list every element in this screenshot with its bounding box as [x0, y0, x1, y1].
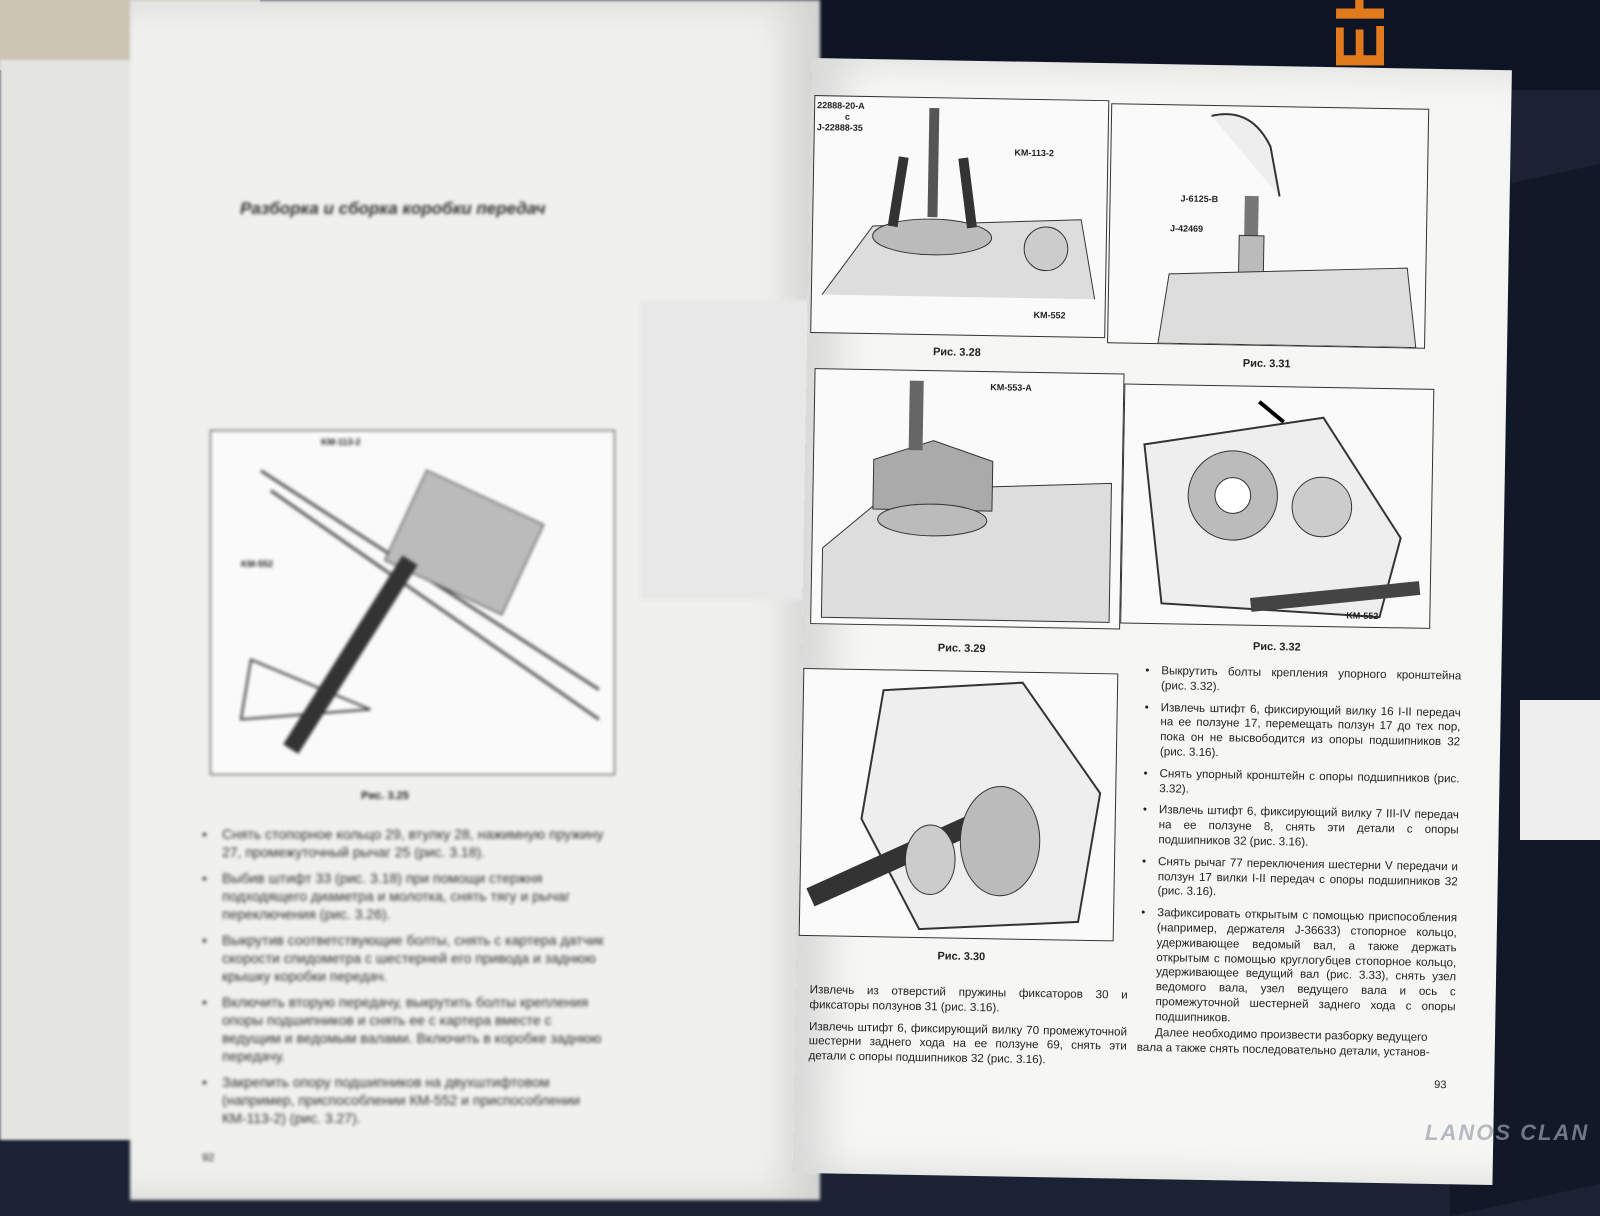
- instruction-item: Выкрутить болты крепления упорного кронш…: [1143, 664, 1461, 699]
- figure-3-28: 22888-20-A с J-22888-35 KM-113-2 KM-552: [810, 95, 1110, 339]
- figure-3-25: KM-113-2 KM-552: [210, 430, 615, 775]
- figure-label: KM-113-2: [321, 437, 361, 447]
- instruction-item: Выкрутив соответствующие болты, снять с …: [200, 931, 610, 985]
- instruction-item: Зафиксировать открытым с помощью приспос…: [1137, 906, 1457, 1030]
- figure-caption: Рис. 3.32: [1252, 640, 1301, 654]
- page-number: 93: [1434, 1079, 1447, 1092]
- box-logo: ЕН: [1321, 0, 1399, 70]
- figure-label: KM-113-2: [1014, 147, 1054, 159]
- right-page: 22888-20-A с J-22888-35 KM-113-2 KM-552 …: [792, 58, 1512, 1186]
- figure-label: J-22888-35: [816, 122, 863, 133]
- figure-label: KM-552: [1033, 309, 1066, 321]
- figure-3-30: [798, 667, 1119, 942]
- figure-caption: Рис. 3.25: [361, 790, 409, 802]
- instruction-item: Снять упорный кронштейн с опоры подшипни…: [1141, 767, 1459, 802]
- instruction-item: Выбив штифт 33 (рис. 3.18) при помощи ст…: [200, 869, 610, 923]
- instruction-paragraph: Извлечь штифт 6, фиксирующий вилку 70 пр…: [808, 1019, 1128, 1067]
- box-stripe: [1520, 700, 1600, 840]
- closing-paragraph: Далее необходимо произвести разборку вед…: [1136, 1026, 1430, 1059]
- figure-3-32: KM-552: [1120, 383, 1435, 629]
- figure-label: 22888-20-A: [817, 100, 865, 111]
- figure-3-29: KM-553-A: [810, 368, 1125, 630]
- instruction-item: Извлечь штифт 6, фиксирующий вилку 7 III…: [1140, 803, 1459, 853]
- instruction-item: Включить вторую передачу, выкрутить болт…: [200, 993, 610, 1065]
- figure-label: KM-552: [1346, 610, 1379, 621]
- left-page: Разборка и сборка коробки передач KM-113…: [130, 0, 820, 1200]
- instruction-item: Снять стопорное кольцо 29, втулку 28, на…: [200, 825, 610, 861]
- figure-label: с: [844, 111, 851, 122]
- instruction-item: Снять рычаг 77 переключения шестерни V п…: [1139, 855, 1458, 905]
- figure-label: KM-553-A: [990, 382, 1032, 393]
- figure-caption: Рис. 3.31: [1242, 357, 1291, 371]
- figure-caption: Рис. 3.29: [937, 642, 986, 656]
- instruction-item: Извлечь штифт 6, фиксирующий вилку 16 I-…: [1142, 700, 1461, 765]
- instruction-paragraph: Извлечь из отверстий пружины фиксаторов …: [809, 983, 1128, 1015]
- figure-partial: [640, 300, 810, 600]
- figure-3-31: J-6125-B J-42469: [1107, 103, 1430, 349]
- instruction-item: Закрепить опору подшипников на двухштифт…: [200, 1073, 610, 1127]
- figure-label: KM-552: [241, 559, 274, 569]
- figure-caption: Рис. 3.30: [937, 950, 986, 964]
- section-heading: Разборка и сборка коробки передач: [240, 199, 546, 218]
- page-number: 92: [202, 1152, 215, 1164]
- figure-caption: Рис. 3.28: [932, 346, 981, 359]
- figure-label: J-6125-B: [1180, 193, 1219, 205]
- figure-label: J-42469: [1169, 223, 1204, 234]
- watermark: LANOS CLAN: [1425, 1120, 1590, 1145]
